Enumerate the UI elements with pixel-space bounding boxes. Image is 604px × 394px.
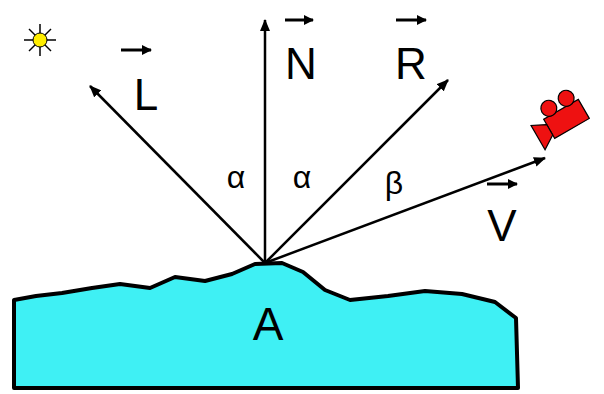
angle-label: α [227,161,246,193]
point-label: A [253,301,284,347]
vector-label: N [285,42,317,86]
vector-mark [121,49,151,52]
vector-mark [285,19,313,22]
camera [524,86,592,149]
vector-v [265,158,545,263]
angle-label: α [293,161,312,193]
vector-n [264,20,267,263]
vector-l [90,86,265,263]
vector-label: R [395,42,427,86]
vector-label: L [134,73,158,117]
light-source [24,24,56,56]
vector-label: V [487,204,516,248]
vector-r [265,80,448,263]
surface [14,263,518,388]
angle-label: β [385,167,403,199]
vector-mark [396,19,426,22]
vector-mark [487,183,517,186]
